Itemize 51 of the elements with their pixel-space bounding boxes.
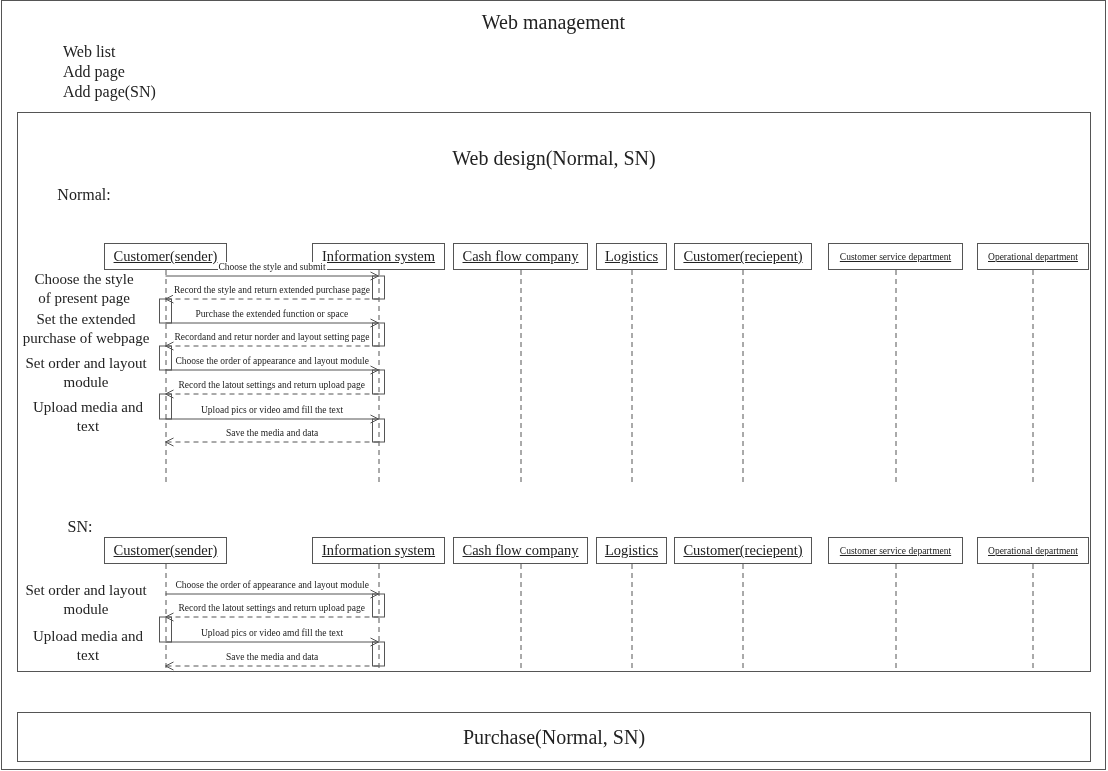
- participant-box: Logistics: [596, 243, 667, 270]
- step-label: Choose the style of present page: [33, 270, 135, 308]
- frame-box: [17, 712, 1091, 762]
- participant-box: Customer service department: [828, 243, 963, 270]
- message-label: Save the media and data: [225, 428, 320, 439]
- message-arrow: [165, 294, 379, 304]
- message-label: Save the media and data: [225, 652, 320, 663]
- participant-box: Cash flow company: [453, 537, 588, 564]
- message-label: Upload pics or video amd fill the text: [200, 405, 345, 416]
- step-label: Set the extended purchase of webpage: [21, 310, 151, 348]
- message-arrow: [165, 271, 379, 281]
- participant-box: Customer(reciepent): [674, 537, 812, 564]
- frame-title: Web management: [480, 11, 627, 34]
- participant-box: Logistics: [596, 537, 667, 564]
- message-label: Choose the order of appearance and layout module: [174, 356, 370, 367]
- menu-item: Add page: [63, 63, 125, 81]
- participant-box: Cash flow company: [453, 243, 588, 270]
- section-heading: SN:: [66, 517, 94, 536]
- step-label: Set order and layout module: [24, 354, 148, 392]
- message-label: Record the latout settings and return upload page: [177, 380, 367, 391]
- step-label: Upload media and text: [32, 398, 144, 436]
- message-label: Purchase the extended function or space: [194, 309, 350, 320]
- message-label: Choose the order of appearance and layout module: [174, 580, 370, 591]
- message-arrow: [165, 612, 379, 622]
- message-label: Recordand and retur norder and layout setting page: [173, 332, 371, 343]
- step-label: Set order and layout module: [24, 581, 148, 619]
- message-label: Record the latout settings and return upload page: [177, 603, 367, 614]
- message-arrow: [165, 318, 379, 328]
- section-heading: Normal:: [56, 185, 112, 204]
- message-label: Choose the style and submit: [217, 262, 327, 273]
- message-arrow: [165, 589, 379, 599]
- step-label: Upload media and text: [32, 627, 144, 665]
- message-arrow: [165, 341, 379, 351]
- message-arrow: [165, 389, 379, 399]
- message-arrow: [165, 365, 379, 375]
- menu-item: Web list: [63, 43, 116, 61]
- menu-item: Add page(SN): [63, 83, 156, 101]
- message-label: Upload pics or video amd fill the text: [200, 628, 345, 639]
- message-arrow: [165, 637, 379, 647]
- message-arrow: [165, 661, 379, 671]
- frame-title: Web design(Normal, SN): [451, 147, 657, 170]
- participant-box: Operational department: [977, 537, 1089, 564]
- message-arrow: [165, 437, 379, 447]
- participant-box: Customer service department: [828, 537, 963, 564]
- message-label: Record the style and return extended purchase page: [173, 285, 371, 296]
- frame-title: Purchase(Normal, SN): [461, 726, 647, 749]
- message-arrow: [165, 414, 379, 424]
- participant-box: Operational department: [977, 243, 1089, 270]
- participant-box: Information system: [312, 537, 445, 564]
- participant-box: Customer(sender): [104, 537, 227, 564]
- participant-box: Customer(reciepent): [674, 243, 812, 270]
